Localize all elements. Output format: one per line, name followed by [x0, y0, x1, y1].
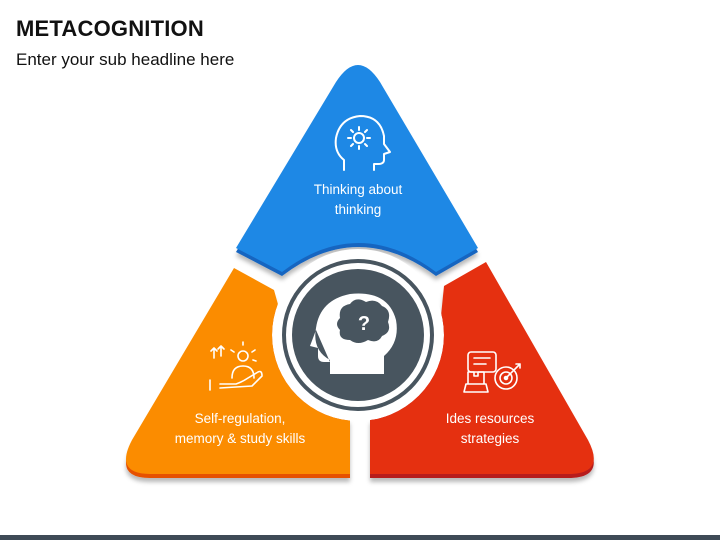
label-left-line1: Self-regulation, — [194, 411, 286, 426]
label-self-regulation: Self-regulation, memory & study skills — [140, 409, 340, 449]
label-left-line2: memory & study skills — [174, 431, 306, 446]
segment-top — [236, 65, 478, 272]
label-resources: Ides resources strategies — [390, 409, 590, 449]
label-right-line2: strategies — [460, 431, 520, 446]
bottom-accent-bar — [0, 535, 720, 540]
page-subtitle: Enter your sub headline here — [16, 50, 235, 69]
strategy-target-icon — [463, 351, 521, 393]
label-top-line2: thinking — [334, 202, 382, 217]
head-question-icon: ? — [310, 293, 397, 374]
self-improvement-icon — [209, 341, 263, 391]
gear-head-icon — [334, 115, 391, 171]
page-title: METACOGNITION — [16, 16, 204, 41]
question-mark: ? — [358, 313, 370, 335]
segment-left — [126, 268, 350, 474]
label-thinking: Thinking about thinking — [288, 180, 428, 220]
segment-right — [370, 262, 594, 474]
center-dark-ring — [282, 259, 434, 411]
label-top-line1: Thinking about — [313, 182, 403, 197]
label-right-line1: Ides resources — [445, 411, 535, 426]
